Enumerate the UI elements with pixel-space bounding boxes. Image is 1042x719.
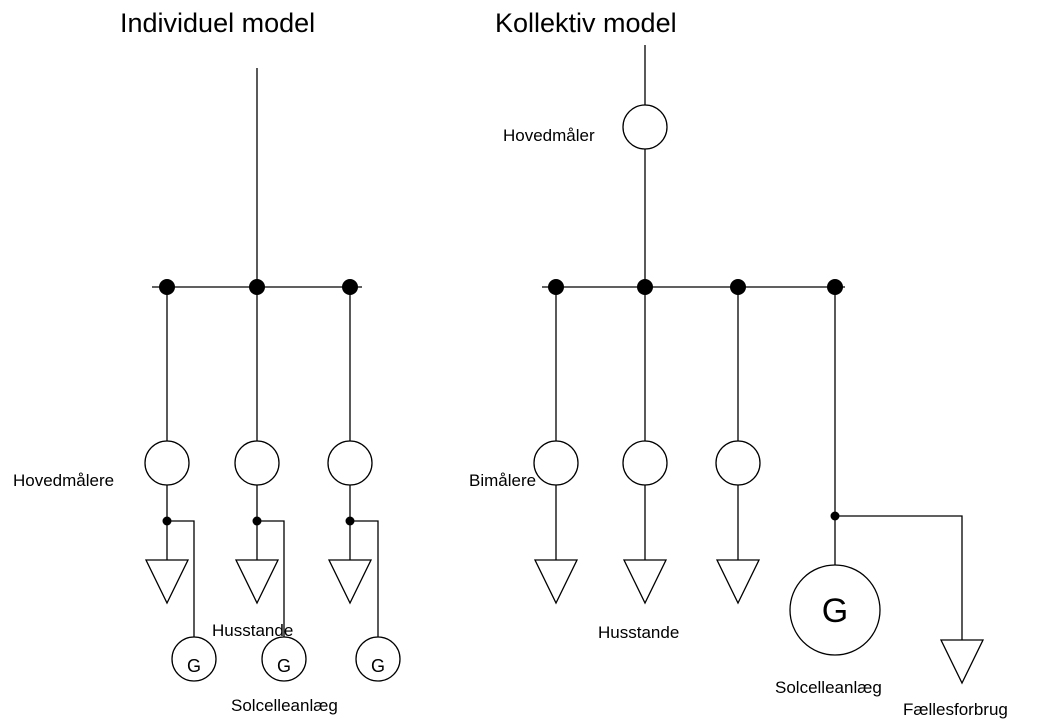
generator-symbol [171, 636, 217, 682]
generator-letter: G [187, 656, 201, 676]
household-branch: G [234, 287, 307, 682]
submeter-symbol [533, 440, 579, 486]
household-branch: G [144, 287, 217, 682]
households-label: Husstande [598, 623, 679, 642]
main-meter-symbol [622, 104, 668, 150]
household-branch [622, 287, 668, 605]
common-load-symbol [939, 639, 985, 685]
household-load-symbol [533, 559, 579, 605]
generator-symbol [789, 564, 881, 656]
submeters-label: Bimålere [469, 471, 536, 490]
common-consumption-wire [835, 515, 963, 640]
meter-symbol [327, 440, 373, 486]
household-load-symbol [622, 559, 668, 605]
household-branch [533, 287, 579, 605]
submeter-symbol [622, 440, 668, 486]
generator-letter: G [371, 656, 385, 676]
individual-model: Individuel model G G [13, 8, 401, 715]
generator-letter: G [277, 656, 291, 676]
household-load-symbol [715, 559, 761, 605]
household-branch [715, 287, 761, 605]
households-label: Husstande [212, 621, 293, 640]
individual-model-title: Individuel model [120, 8, 315, 38]
household-load-symbol [327, 559, 373, 605]
meter-symbol [144, 440, 190, 486]
generator-symbol [261, 636, 307, 682]
generator-symbol [355, 636, 401, 682]
generator-letter: G [822, 592, 848, 630]
household-load-symbol [144, 559, 190, 605]
submeter-symbol [715, 440, 761, 486]
solar-feed-wire [167, 520, 195, 658]
collective-model-title: Kollektiv model [495, 8, 677, 38]
solar-feed-wire [350, 520, 379, 658]
solar-plant-label: Solcelleanlæg [775, 678, 882, 697]
meter-symbol [234, 440, 280, 486]
household-branch: G [327, 287, 401, 682]
collective-model: Kollektiv model Hovedmåler [469, 8, 1008, 719]
solar-feed-wire [257, 520, 285, 658]
solar-common-branch: G [789, 287, 985, 685]
main-meter-label: Hovedmåler [503, 126, 595, 145]
household-load-symbol [234, 559, 280, 605]
solar-plants-label: Solcelleanlæg [231, 696, 338, 715]
main-meters-label: Hovedmålere [13, 471, 114, 490]
common-consumption-label: Fællesforbrug [903, 700, 1008, 719]
